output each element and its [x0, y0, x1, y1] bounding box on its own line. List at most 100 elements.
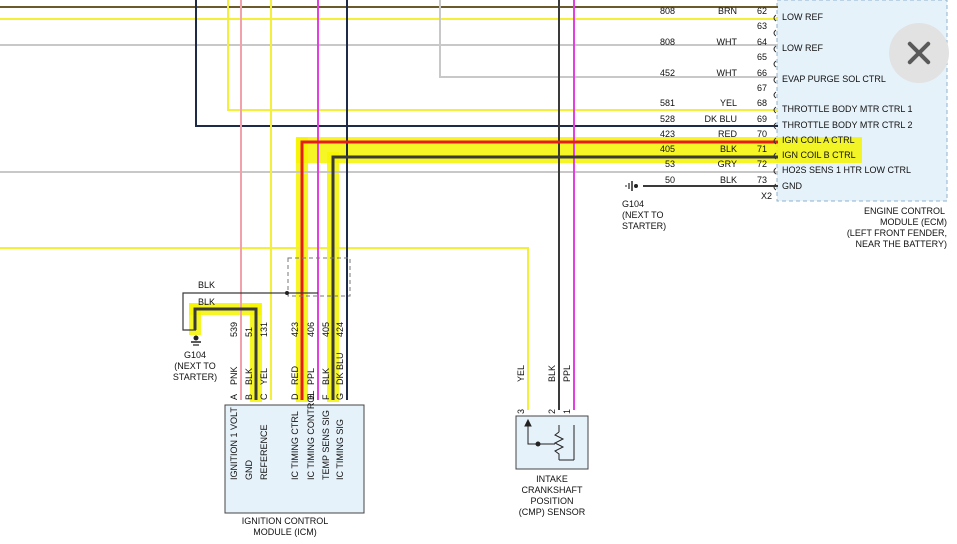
icm-pin-color: PPL [306, 368, 316, 385]
ecm-pin-number: 63 [757, 21, 767, 31]
ecm-pin-number: 64 [757, 37, 767, 47]
ground-right-note: (NEXT TO [622, 210, 664, 220]
icm-pin-circuit: 423 [290, 322, 300, 337]
ecm-pin-color: WHT [717, 68, 738, 78]
splice-dashed-box [287, 257, 351, 297]
icm-pin-color: BLK [244, 368, 254, 385]
ecm-pin-number: 69 [757, 114, 767, 124]
ecm-pin-number: 70 [757, 129, 767, 139]
icm-pin-label: IGNITION 1 VOLT [229, 407, 239, 480]
ecm-pin-color: BLK [720, 175, 737, 185]
ecm-pin-number: 73 [757, 175, 767, 185]
ecm-pin-color: GRY [718, 159, 737, 169]
cmp-title-line: CRANKSHAFT [521, 485, 583, 495]
icm-pin-letter: B [244, 394, 254, 400]
icm-pin-letter: A [229, 394, 239, 400]
ecm-pin-circuit: 452 [660, 68, 675, 78]
icm-title: IGNITION CONTROL MODULE (ICM) [242, 516, 329, 537]
ecm-pin-number: 66 [757, 68, 767, 78]
ecm-pin-color: BRN [718, 6, 737, 16]
ecm-pin-number: 67 [757, 83, 767, 93]
icm-pin-letter: E [306, 394, 316, 400]
ecm-pin-color: RED [718, 129, 738, 139]
wire-blk-f [331, 155, 778, 400]
ground-left-wire-label: BLK [198, 297, 215, 307]
ecm-pin-number: 68 [757, 98, 767, 108]
icm-box [224, 404, 365, 514]
wire-yel-cmp [0, 247, 529, 410]
ecm-pin-label: GND [782, 181, 803, 191]
icm-pin-circuit: 405 [321, 322, 331, 337]
ecm-pin-label: IGN COIL B CTRL [782, 150, 856, 160]
connector-terminal-icon [773, 183, 777, 191]
icm-pin-label: REFERENCE [259, 424, 269, 480]
ecm-title-line: (LEFT FRONT FENDER, [847, 228, 947, 238]
ground-right-name: G104 [622, 199, 644, 209]
ecm-pin-number: 65 [757, 52, 767, 62]
icm-pin-circuit: 424 [335, 322, 345, 337]
icm-pin-letter: F [321, 394, 331, 400]
ecm-title-line: ENGINE CONTROL [864, 206, 945, 216]
ecm-pin-number: 62 [757, 6, 767, 16]
icm-pin-circuit: 539 [229, 322, 239, 337]
wire-yel-68 [227, 0, 778, 111]
ecm-pin-label: THROTTLE BODY MTR CTRL 1 [782, 104, 913, 114]
icm-title-line: IGNITION CONTROL [242, 516, 329, 526]
ecm-title-line: NEAR THE BATTERY) [855, 239, 947, 249]
wire-blk-left-ground [182, 292, 318, 331]
icm-pin-color: DK BLU [335, 352, 345, 385]
icm-pin-label: IC TIMING CTRL [290, 411, 300, 480]
cmp-title-line: INTAKE [536, 474, 568, 484]
wire-blk-b [193, 307, 258, 400]
ecm-title-line: MODULE (ECM) [880, 217, 947, 227]
icm-pin-letter: C [259, 393, 269, 400]
connector-terminal-icon [773, 152, 777, 160]
icm-pin-color: PNK [229, 366, 239, 385]
ecm-pin-circuit: 405 [660, 144, 675, 154]
icm-pin-letter: G [335, 393, 345, 400]
ground-right: G104 (NEXT TO STARTER) [622, 181, 666, 231]
cmp-pin-color: PPL [562, 365, 572, 382]
ecm-pin-label: HO2S SENS 1 HTR LOW CTRL [782, 165, 911, 175]
ecm-pin-circuit: 50 [665, 175, 675, 185]
ecm-pin-label: IGN COIL A CTRL [782, 135, 855, 145]
ecm-pin-color: DK BLU [704, 114, 737, 124]
ecm-pin-color: BLK [720, 144, 737, 154]
ecm-pin-circuit: 528 [660, 114, 675, 124]
wire-red-d [300, 140, 778, 400]
icm-pin-label: GND [244, 460, 254, 481]
ground-left-wire-label: BLK [198, 280, 215, 290]
cmp-pin-color: BLK [547, 365, 557, 382]
cmp-title-line: POSITION [530, 496, 573, 506]
connector-terminal-icon [773, 14, 777, 22]
ecm-pin-circuit: 53 [665, 159, 675, 169]
icm-pin-circuit: 131 [259, 322, 269, 337]
wire-dkblu-69 [195, 0, 778, 127]
ground-left-note: (NEXT TO [174, 361, 216, 371]
icm-title-line: MODULE (ICM) [253, 527, 317, 537]
connector-terminal-icon [773, 76, 777, 84]
connector-terminal-icon [773, 45, 777, 53]
connector-terminal-icon [773, 122, 777, 130]
ecm-pin-circuit: 808 [660, 6, 675, 16]
wires [0, 0, 778, 410]
ecm-pin-number: 71 [757, 144, 767, 154]
ground-left-note: STARTER) [173, 372, 217, 382]
icm-pin-label: IC TIMING SIG [335, 419, 345, 480]
icm-pin-color: YEL [259, 368, 269, 385]
ground-left-name: G104 [184, 350, 206, 360]
ecm-pin-label: LOW REF [782, 43, 824, 53]
ecm-pin-circuit: 581 [660, 98, 675, 108]
ecm-pin-color: WHT [717, 37, 738, 47]
cmp-pin-number: 2 [547, 409, 557, 414]
icm-pin-color: RED [290, 365, 300, 385]
cmp-title: INTAKE CRANKSHAFT POSITION (CMP) SENSOR [519, 474, 586, 517]
icm-pin-letter: D [290, 393, 300, 400]
ecm-pin-label: THROTTLE BODY MTR CTRL 2 [782, 120, 913, 130]
close-icon[interactable] [889, 23, 949, 83]
ground-point-icon [193, 335, 199, 341]
icm-pin-color: BLK [321, 368, 331, 385]
